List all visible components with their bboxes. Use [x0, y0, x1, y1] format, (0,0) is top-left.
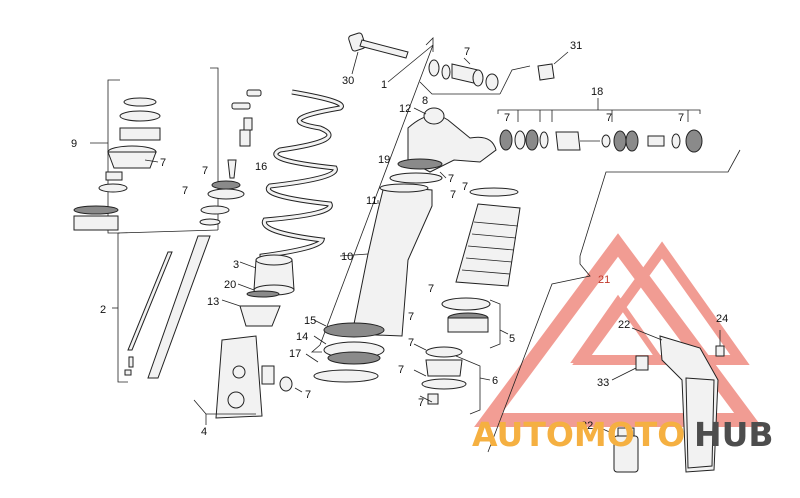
callout-30: 30 [342, 75, 354, 87]
callout-7-b: 7 [202, 165, 208, 177]
callout-13: 13 [207, 296, 219, 308]
watermark-text: AUTOMOTO HUB [472, 415, 774, 454]
callout-7-i: 7 [428, 283, 434, 295]
callout-7-a: 7 [160, 157, 166, 169]
part-24-bolt [715, 330, 725, 357]
part-12-top-eye [407, 107, 497, 173]
part-group-9 [73, 79, 161, 234]
part-33 [611, 355, 649, 381]
callout-7-h: 7 [462, 181, 468, 193]
part-group-5 [441, 297, 509, 349]
callout-32: 32 [581, 420, 593, 432]
callout-7-o: 7 [606, 112, 612, 124]
callout-7-l: 7 [398, 364, 404, 376]
callout-16: 16 [255, 161, 267, 173]
callout-22: 22 [618, 319, 630, 331]
callout-17: 17 [289, 348, 301, 360]
callout-7-f: 7 [448, 173, 454, 185]
callout-labels: 1 2 3 4 5 6 7 7 7 7 7 7 7 7 7 7 7 7 7 7 … [71, 40, 728, 438]
callout-7-d: 7 [305, 389, 311, 401]
part-group-18 [497, 98, 703, 153]
callout-19: 19 [378, 154, 390, 166]
body-10 [339, 183, 433, 337]
callout-7-j: 7 [408, 311, 414, 323]
callout-10: 10 [341, 251, 353, 263]
part-group-2 [112, 67, 262, 383]
callout-7-k: 7 [408, 337, 414, 349]
callout-33: 33 [597, 377, 609, 389]
callout-15: 15 [304, 315, 316, 327]
callout-1: 1 [381, 79, 387, 91]
parts-15-14-17 [305, 319, 385, 383]
callout-7-p: 7 [678, 112, 684, 124]
callout-7-m: 7 [418, 397, 424, 409]
callout-7-e: 7 [464, 46, 470, 58]
reservoir-outline-21 [487, 149, 741, 453]
part-19 [389, 158, 447, 184]
callout-9: 9 [71, 138, 77, 150]
bolt-30 [348, 32, 409, 75]
callout-7-n: 7 [504, 112, 510, 124]
parts-3-20-13 [221, 254, 295, 327]
callout-8: 8 [422, 95, 428, 107]
callout-21: 21 [598, 274, 610, 286]
callout-7-g: 7 [450, 189, 456, 201]
part-group-8 [419, 51, 569, 95]
callout-31: 31 [570, 40, 582, 52]
spring-16 [259, 89, 344, 273]
watermark-word-hub: HUB [694, 415, 774, 454]
callout-24: 24 [716, 313, 728, 325]
callout-12: 12 [399, 103, 411, 115]
guard-22 [631, 327, 719, 473]
callout-7-c: 7 [182, 185, 188, 197]
boot-11 [455, 187, 521, 287]
callout-6: 6 [492, 375, 498, 387]
part-group-6 [413, 343, 491, 415]
callout-2: 2 [100, 304, 106, 316]
watermark-word-automoto: AUTOMOTO [472, 415, 685, 454]
bottle-32 [595, 425, 639, 473]
callout-14: 14 [296, 331, 308, 343]
callout-18: 18 [591, 86, 603, 98]
callout-3: 3 [233, 259, 239, 271]
callout-4: 4 [201, 426, 207, 438]
part-group-4 [193, 335, 303, 425]
part-group-1-bracket [310, 37, 434, 353]
callout-5: 5 [509, 333, 515, 345]
callout-20: 20 [224, 279, 236, 291]
callout-11: 11 [366, 195, 377, 207]
watermark-logo [474, 233, 762, 427]
